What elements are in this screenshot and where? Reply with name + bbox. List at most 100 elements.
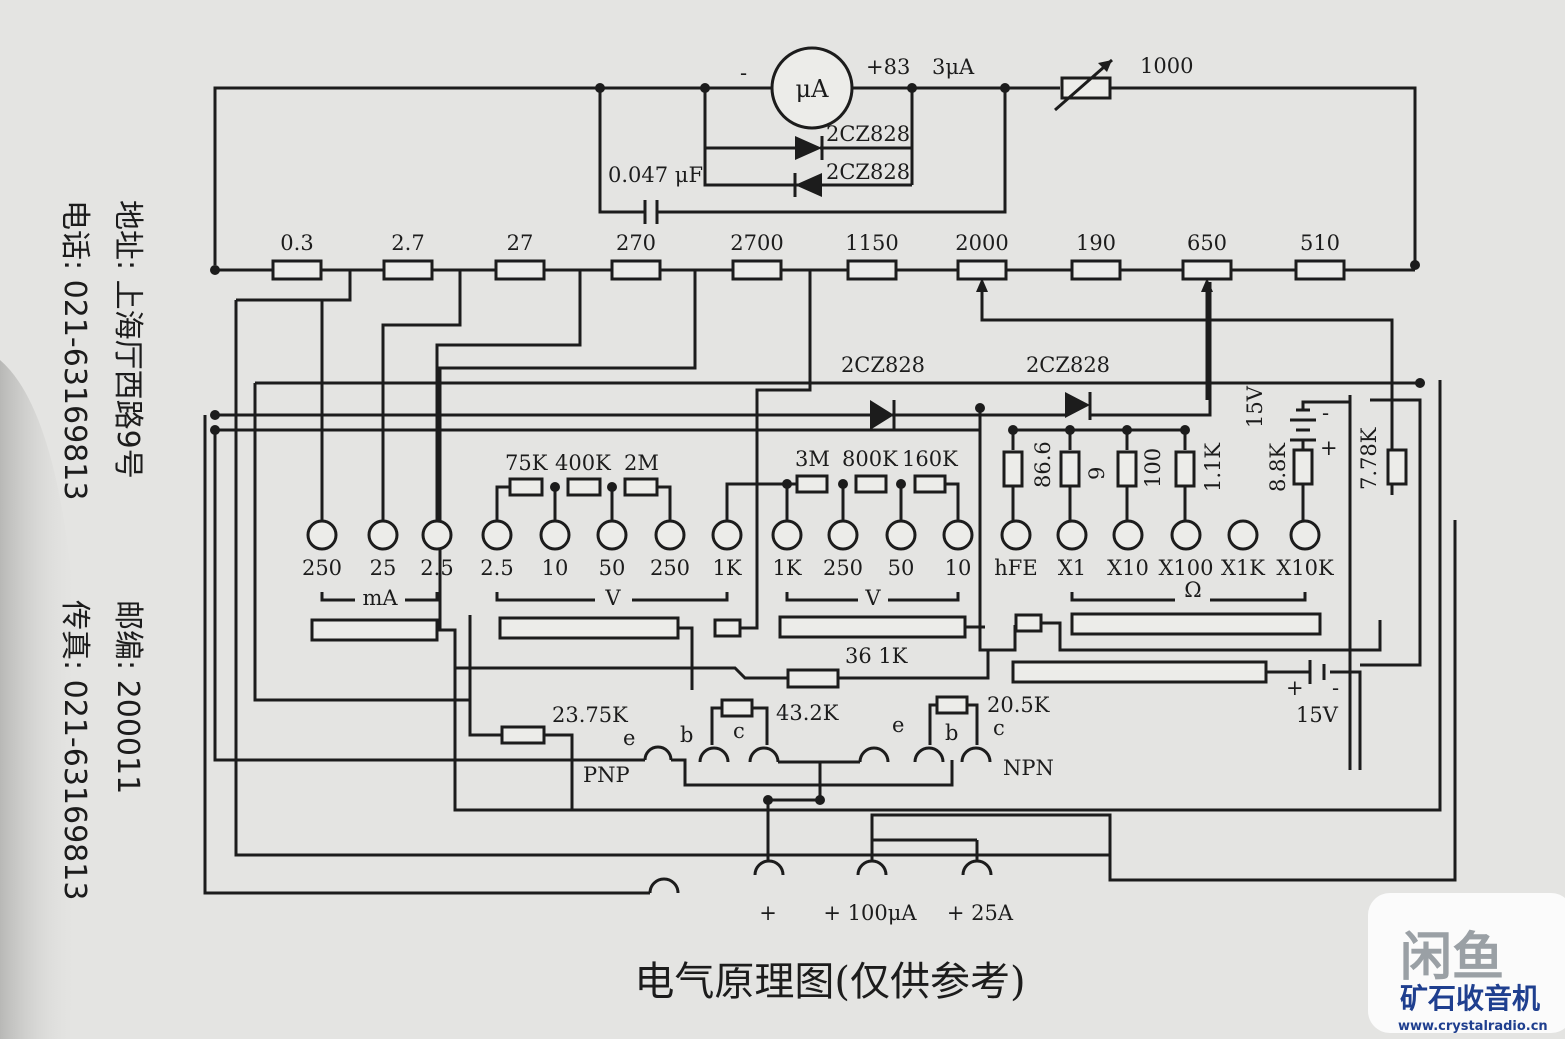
jack-label: hFE xyxy=(994,556,1037,580)
shunt-resistor-label: 510 xyxy=(1300,231,1340,255)
pnp-c: c xyxy=(733,719,745,743)
jack-ohm-1[interactable] xyxy=(1056,519,1088,551)
diode1-label: 2CZ828 xyxy=(826,122,910,146)
jack-label: X100 xyxy=(1158,556,1213,580)
terminal-100ua-label: + 100μA xyxy=(823,901,917,925)
jack-ma-1[interactable] xyxy=(367,519,399,551)
r400k-label: 400K xyxy=(555,451,611,475)
r9-label: 9 xyxy=(1085,467,1109,480)
jack-label: 50 xyxy=(599,556,626,580)
shunt-resistor xyxy=(382,259,434,281)
var-resistor-label: 1000 xyxy=(1140,54,1193,78)
jack-label: 10 xyxy=(542,556,569,580)
jack-dcv-0[interactable] xyxy=(481,519,513,551)
jack-label: X1 xyxy=(1058,556,1086,580)
jack-label: 10 xyxy=(945,556,972,580)
jack-ma-0[interactable] xyxy=(306,519,338,551)
jack-ma-2[interactable] xyxy=(421,519,453,551)
group-ma-label: mA xyxy=(362,586,398,610)
jack-ohm-5[interactable] xyxy=(1289,519,1321,551)
r800k-label: 800K xyxy=(842,447,898,471)
jack-ohm-0[interactable] xyxy=(1000,519,1032,551)
shunt-resistor-label: 2.7 xyxy=(391,231,424,255)
jack-ohm-4[interactable] xyxy=(1227,519,1259,551)
battery-voltage: 15V xyxy=(1296,703,1339,727)
jack-acv-3[interactable] xyxy=(942,519,974,551)
shunt-resistor xyxy=(1181,259,1233,281)
shunt-resistor-label: 190 xyxy=(1076,231,1116,255)
watermark-url: www.crystalradio.cn xyxy=(1398,1019,1548,1034)
meter-label: μA xyxy=(796,75,830,103)
jack-label: 2.5 xyxy=(480,556,513,580)
jack-label: X10K xyxy=(1276,556,1334,580)
shunt-resistor-label: 2000 xyxy=(955,231,1008,255)
jack-acv-2[interactable] xyxy=(885,519,917,551)
shunt-resistor-label: 0.3 xyxy=(280,231,313,255)
jack-acv-1[interactable] xyxy=(827,519,859,551)
npn-label: NPN xyxy=(1003,756,1054,780)
jack-label: 1K xyxy=(712,556,741,580)
r2m-label: 2M xyxy=(624,451,659,475)
diagram-title: 电气原理图(仅供参考) xyxy=(634,959,1025,1005)
r160k-label: 160K xyxy=(902,447,958,471)
r2375-label: 23.75K xyxy=(552,703,628,727)
meter-section: μA - +83 3μA 1000 2CZ828 2CZ828 0.047 μF xyxy=(213,46,1417,265)
battery-plus: + xyxy=(1286,676,1304,700)
variable-arrow-icon xyxy=(1098,60,1112,72)
watermark-name: 矿石收音机 xyxy=(1400,982,1540,1015)
fax-text: 传真: 021-63169813 xyxy=(57,600,92,900)
pnp-label: PNP xyxy=(583,763,630,787)
battery-top-minus: - xyxy=(1322,401,1329,425)
group-acv-label: V xyxy=(864,586,881,610)
jack-dcv-4[interactable] xyxy=(711,519,743,551)
r11k-label: 1.1K xyxy=(1201,443,1225,492)
jack-label: 50 xyxy=(888,556,915,580)
shunt-resistor xyxy=(731,259,783,281)
phone-text: 电话: 021-63169813 xyxy=(57,200,92,500)
range-switch: 36 1K + - 15V xyxy=(310,612,1382,770)
r432-label: 43.2K xyxy=(776,701,839,725)
shunt-resistor-label: 650 xyxy=(1187,231,1227,255)
watermark: 闲鱼 矿石收音机 www.crystalradio.cn xyxy=(1368,893,1565,1034)
page-shadow xyxy=(0,360,80,1039)
meter-current-label: 3μA xyxy=(932,55,975,79)
meter-plus-label: +83 xyxy=(866,55,910,79)
pnp-e: e xyxy=(623,726,635,750)
npn-e: e xyxy=(892,713,904,737)
jack-dcv-2[interactable] xyxy=(596,519,628,551)
npn-b: b xyxy=(945,721,958,745)
npn-c: c xyxy=(993,716,1005,740)
jack-ohm-2[interactable] xyxy=(1112,519,1144,551)
jack-acv-0[interactable] xyxy=(771,519,803,551)
jack-dcv-3[interactable] xyxy=(654,519,686,551)
jack-dcv-1[interactable] xyxy=(539,519,571,551)
jack-label: X1K xyxy=(1221,556,1265,580)
shunt-resistor xyxy=(956,259,1008,281)
terminal-plus-label: + xyxy=(759,901,777,925)
r205-label: 20.5K xyxy=(987,693,1050,717)
battery-minus: - xyxy=(1332,676,1339,700)
r778k-label: 7.78K xyxy=(1357,427,1381,490)
r3m-label: 3M xyxy=(795,447,830,471)
r86-label: 86.6 xyxy=(1031,441,1055,488)
battery-top-plus: + xyxy=(1320,436,1338,460)
jack-label: 250 xyxy=(650,556,690,580)
meter-minus: - xyxy=(740,61,747,85)
jack-ohm-3[interactable] xyxy=(1170,519,1202,551)
shunt-resistor xyxy=(610,259,662,281)
r100-label: 100 xyxy=(1141,448,1165,488)
capacitor-label: 0.047 μF xyxy=(608,163,703,187)
microammeter-symbol xyxy=(770,46,854,130)
shunt-resistor xyxy=(1294,259,1346,281)
jack-label: X10 xyxy=(1107,556,1149,580)
jack-label: 1K xyxy=(772,556,801,580)
jack-label: 2.5 xyxy=(420,556,453,580)
shunt-resistor-label: 270 xyxy=(616,231,656,255)
shunt-resistor xyxy=(494,259,546,281)
postcode-text: 邮编: 200011 xyxy=(110,600,145,794)
diode-mid2-label: 2CZ828 xyxy=(1026,353,1110,377)
jack-label: 250 xyxy=(823,556,863,580)
